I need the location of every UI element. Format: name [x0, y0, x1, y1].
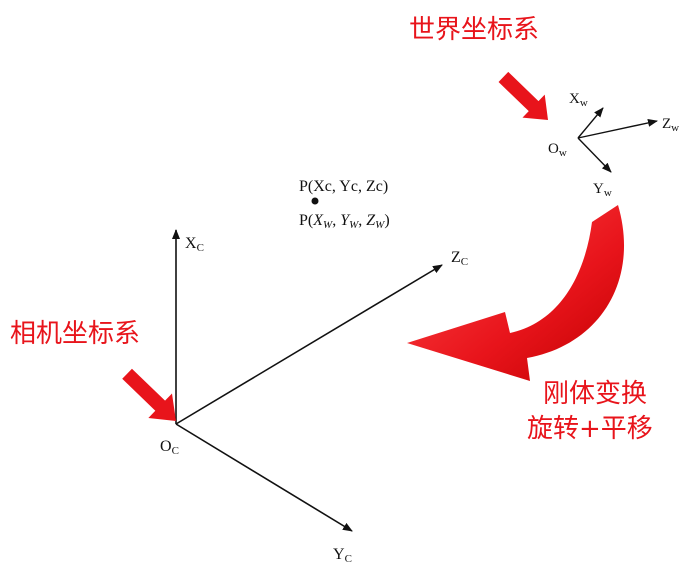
camera-z-label: ZC [451, 249, 468, 268]
camera-coordinate-system: XC ZC YC OC [160, 229, 468, 565]
camera-x-label: XC [185, 235, 204, 254]
point-dot [311, 197, 319, 205]
point-camera-coords: P(Xc, Yc, Zc) [299, 178, 388, 195]
camera-system-label: 相机坐标系 [10, 319, 140, 349]
world-y-axis [577, 137, 612, 173]
transform-label-line1: 刚体变换 [543, 379, 647, 409]
world-pointer-arrow [498, 71, 548, 120]
world-y-label: Yw [593, 181, 612, 199]
world-coordinate-system: Xw Zw Yw Ow [548, 91, 679, 199]
world-z-axis [577, 118, 658, 139]
camera-origin-label: OC [160, 438, 179, 457]
camera-y-axis [175, 423, 353, 532]
world-x-label: Xw [569, 91, 588, 109]
point-world-coords: P(XW, YW, ZW) [299, 212, 390, 231]
world-x-axis [577, 107, 604, 139]
world-z-label: Zw [662, 116, 679, 134]
camera-y-label: YC [333, 546, 352, 565]
world-origin-label: Ow [548, 141, 567, 159]
rigid-transform-arrow [407, 205, 625, 381]
point-p: P(Xc, Yc, Zc) P(XW, YW, ZW) [299, 178, 390, 231]
world-system-label: 世界坐标系 [409, 15, 539, 45]
camera-z-axis [175, 264, 443, 425]
camera-pointer-arrow [122, 368, 176, 421]
transform-label-line2: 旋转+平移 [527, 414, 653, 444]
